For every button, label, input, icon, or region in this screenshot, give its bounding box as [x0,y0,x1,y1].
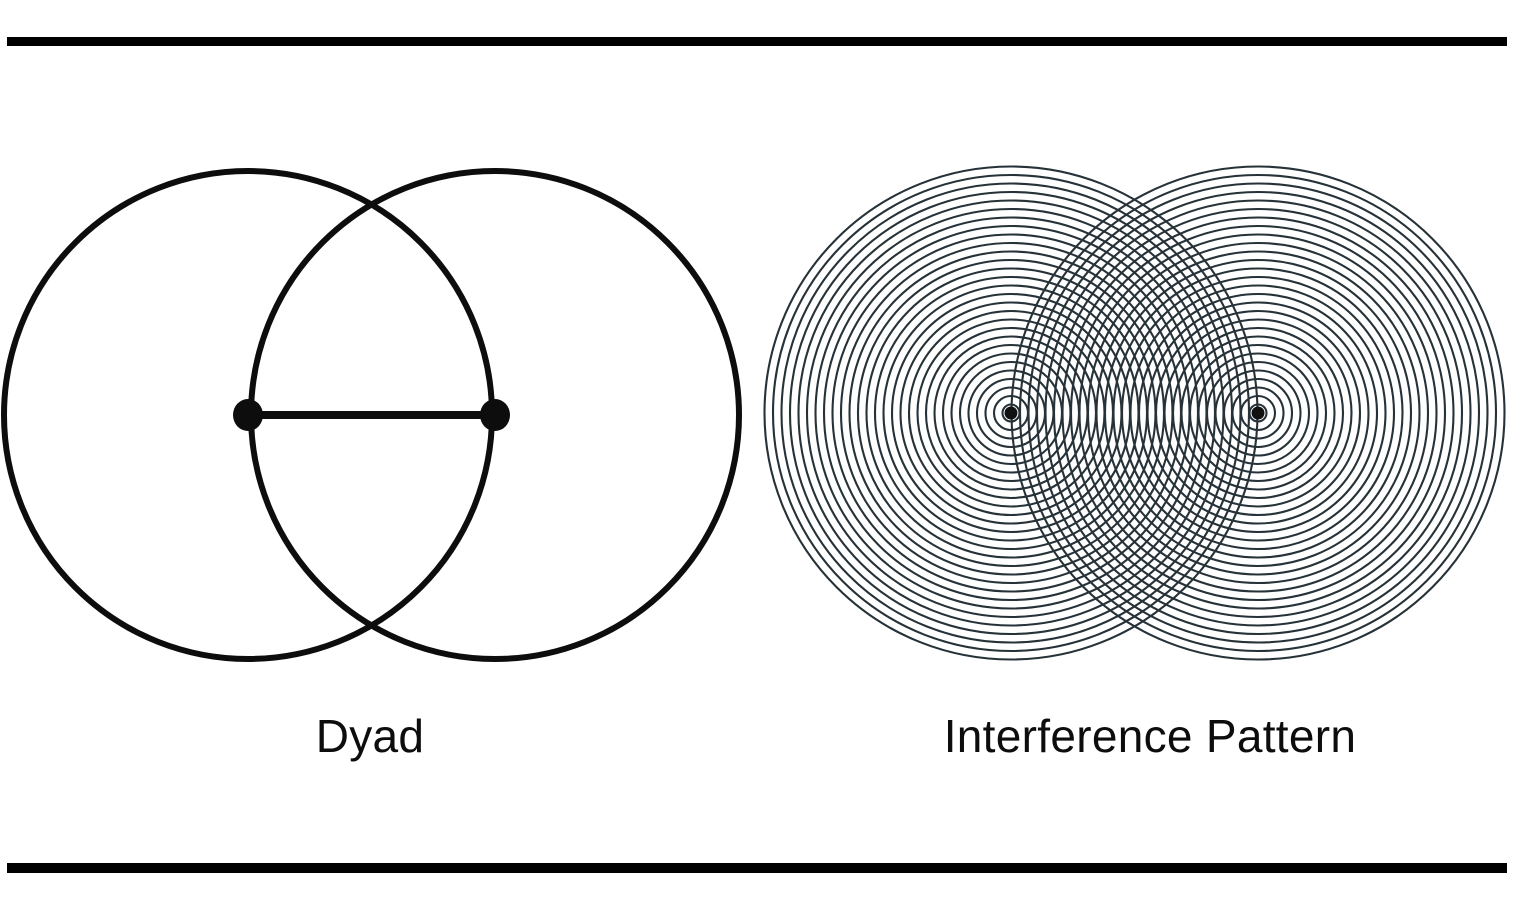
interference-panel [760,150,1515,710]
wave-ring-right-26 [1035,190,1481,636]
bottom-divider-rule [7,863,1507,873]
dyad-center-dot-right [480,399,510,431]
wave-ring-right-12 [1154,309,1362,517]
wave-ring-right-24 [1052,207,1464,619]
wave-ring-right-16 [1120,275,1396,551]
wave-ring-right-9 [1180,335,1336,491]
wave-ring-right-10 [1171,326,1345,500]
wave-ring-right-19 [1095,250,1421,576]
wave-ring-right-3 [1231,386,1285,440]
interference-source-dot-left [1004,406,1018,420]
wave-ring-right-23 [1061,216,1455,610]
dyad-panel [0,150,760,710]
wave-ring-right-22 [1069,224,1447,602]
wave-ring-right-25 [1044,199,1472,627]
wave-ring-right-5 [1214,369,1302,457]
interference-source-dot-right [1251,406,1265,420]
wave-ring-right-15 [1129,284,1387,542]
wave-ring-right-27 [1027,182,1489,644]
wave-ring-right-18 [1103,258,1413,568]
wave-ring-right-20 [1086,241,1430,585]
wave-ring-right-7 [1197,352,1319,474]
wave-ring-right-2 [1239,394,1277,432]
wave-ring-right-6 [1205,360,1311,466]
wave-ring-right-1 [1248,403,1268,423]
top-divider-rule [7,37,1507,46]
dyad-caption: Dyad [315,710,425,762]
wave-ring-right-17 [1112,267,1404,559]
wave-ring-right-14 [1137,292,1379,534]
interference-caption: Interference Pattern [943,710,1357,762]
wave-ring-right-21 [1078,233,1438,593]
interference-svg [763,165,1506,661]
dyad-svg [1,168,742,662]
wave-ring-right-28 [1018,173,1498,653]
wave-ring-right-4 [1222,377,1294,449]
wave-ring-right-11 [1163,318,1353,508]
wave-ring-right-13 [1146,301,1370,525]
wave-ring-right-8 [1188,343,1328,483]
dyad-center-dot-left [233,399,263,431]
